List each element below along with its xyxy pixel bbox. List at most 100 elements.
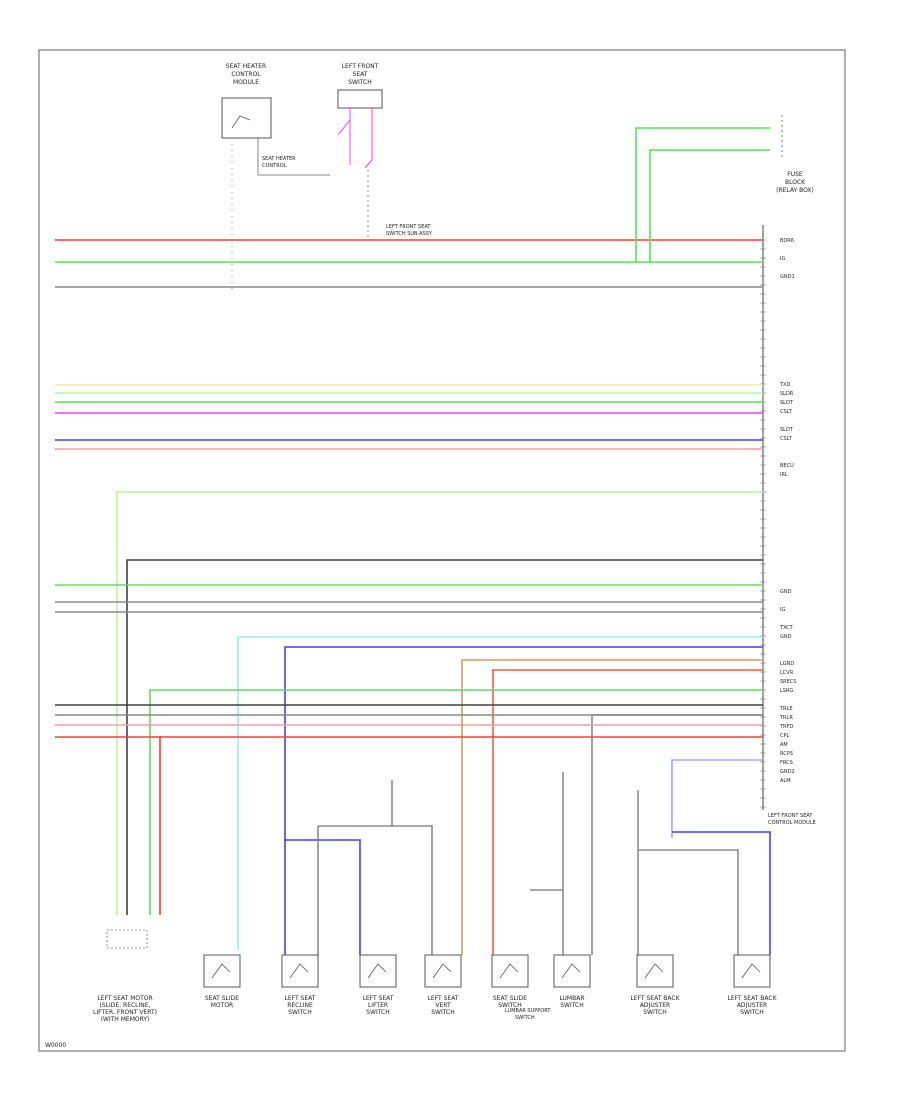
pin-label: TRLE (779, 706, 792, 712)
pin-label: ALM (780, 778, 791, 784)
pin-label: TXCT (779, 625, 794, 631)
fuse-block: FUSE BLOCK (RELAY BOX) (776, 115, 814, 194)
jb-label-3: (RELAY BOX) (776, 187, 814, 194)
component-label: SWITCH (431, 1009, 455, 1016)
wire (492, 669, 763, 955)
top-note-1: SEAT HEATER (262, 156, 296, 162)
bottom-note-2: SWITCH (515, 1015, 535, 1021)
pin-label: CSLT (780, 409, 793, 415)
seat-heater-control-module: SEAT HEATER CONTROL MODULE (221, 63, 272, 139)
wire (671, 759, 763, 838)
pin-label: BECU (780, 463, 794, 469)
left-front-seat-switch: LEFT FRONT SEAT SWITCH (337, 63, 383, 109)
wire (55, 240, 637, 263)
component-label: SEAT SLIDE (493, 995, 527, 1002)
component-label: LEFT SEAT BACK (630, 995, 680, 1002)
component-label: SWITCH (288, 1009, 312, 1016)
top-wiring (231, 108, 373, 290)
module-caption-1: LEFT FRONT SEAT (768, 813, 813, 819)
component-label: LEFT SEAT MOTOR (97, 995, 152, 1002)
wire (237, 636, 763, 950)
component-label: LEFT SEAT (428, 995, 459, 1002)
pin-label: LSRG (780, 688, 793, 694)
pin-label: TRFD (779, 724, 793, 730)
component-label: VERT (435, 1002, 451, 1009)
wire (638, 849, 739, 955)
bottom-note-1: LUMBAR SUPPORT (505, 1008, 551, 1014)
pin-label: GND (780, 634, 792, 640)
heater-label-1: SEAT HEATER (226, 63, 266, 70)
pin-label: GND2 (780, 769, 795, 775)
module-caption-2: CONTROL MODULE (768, 820, 816, 826)
top-note-2: CONTROL (262, 163, 287, 169)
pin-label: SLDT (780, 400, 794, 406)
jb-label-1: FUSE (787, 171, 803, 178)
component-label: LIFTER (368, 1002, 388, 1009)
component-label: RECLINE (287, 1002, 313, 1009)
jb-label-2: BLOCK (785, 179, 806, 186)
pin-label: BDR6 (780, 238, 794, 244)
pin-label: IG (780, 607, 785, 613)
component-label: SWITCH (643, 1009, 667, 1016)
pin-label: CSLT (780, 436, 793, 442)
component-label: SWITCH (366, 1009, 390, 1016)
wire (55, 736, 161, 915)
pin-label: TXD (779, 382, 790, 388)
pin-label: AM (780, 742, 788, 748)
wire (284, 646, 763, 955)
bottom-components: LEFT SEAT MOTOR(SLIDE, RECLINE,LIFTER, F… (93, 929, 778, 1023)
component-label: LEFT SEAT (363, 995, 394, 1002)
component-label: LEFT SEAT (285, 995, 316, 1002)
pin-label: SLDT (780, 427, 794, 433)
component-label: SWITCH (740, 1009, 764, 1016)
pin-label: LCVR (780, 670, 794, 676)
top-note-3: LEFT FRONT SEAT (386, 224, 431, 230)
heater-label-2: CONTROL (231, 71, 261, 78)
pin-label: RCPS (780, 751, 793, 757)
wire (591, 714, 763, 955)
wire (672, 831, 771, 955)
wire (318, 825, 433, 955)
pin-label: CPL (780, 733, 790, 739)
diagram-frame (38, 49, 846, 1052)
component-label: (WITH MEMORY) (101, 1016, 150, 1023)
component-label: SWITCH (560, 1002, 584, 1009)
wire (649, 149, 770, 262)
pin-label: IRL (780, 472, 788, 478)
component-label: LEFT SEAT BACK (727, 995, 777, 1002)
pin-label: GND1 (780, 274, 795, 280)
pin-label: SRECS (780, 679, 796, 685)
pin-label: IG (780, 256, 785, 262)
component-label: MOTOR (211, 1002, 233, 1009)
pin-label: GND (780, 589, 792, 595)
tx-label-3: SWITCH (348, 79, 372, 86)
wire (149, 689, 763, 915)
component-label: LUMBAR (559, 995, 584, 1002)
top-note-4: SWITCH SUB-ASSY (386, 231, 433, 237)
tx-label-1: LEFT FRONT (342, 63, 379, 70)
pin-label: LGND (780, 661, 794, 667)
page-code: W0000 (45, 1042, 66, 1049)
component-label: (SLIDE, RECLINE, (100, 1002, 151, 1009)
pin-label: SLDR (780, 391, 794, 397)
component-label: ADJUSTER (737, 1002, 767, 1009)
component-label: LIFTER, FRONT VERT) (93, 1009, 157, 1016)
component-label: ADJUSTER (640, 1002, 670, 1009)
heater-label-3: MODULE (233, 79, 259, 86)
wire (285, 839, 361, 955)
tx-label-2: SEAT (353, 71, 368, 78)
pin-label: FRCS (780, 760, 793, 766)
wires (55, 127, 771, 955)
wire (116, 491, 763, 915)
